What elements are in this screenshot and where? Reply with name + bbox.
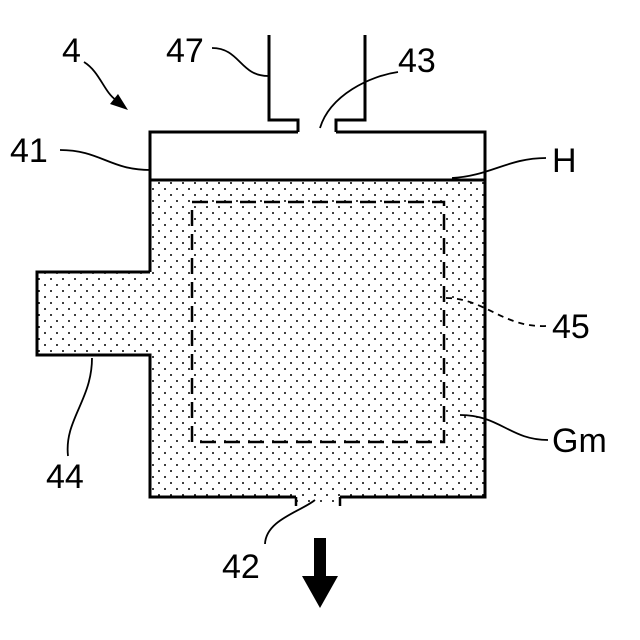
- down-arrow-head: [302, 576, 338, 608]
- leader-41: [60, 150, 150, 170]
- leader-44: [68, 358, 92, 456]
- inlet-ledge-left: [269, 35, 298, 132]
- label-side-branch: 44: [46, 458, 84, 496]
- leader-H: [452, 158, 546, 178]
- label-granular-material: Gm: [552, 422, 607, 460]
- label-wall: 41: [10, 132, 48, 170]
- label-outlet: 42: [222, 548, 260, 586]
- leader-47: [212, 48, 268, 76]
- label-inner-region: 45: [552, 308, 590, 346]
- label-inlet-pipe: 47: [166, 32, 204, 70]
- leader-42: [265, 500, 315, 544]
- down-arrow-shaft: [314, 538, 326, 578]
- label-container: 4: [62, 32, 81, 70]
- label-inlet: 43: [398, 42, 436, 80]
- granular-fill: [37, 180, 485, 505]
- leader-4: [84, 62, 116, 100]
- label-liquid-surface: H: [552, 142, 577, 180]
